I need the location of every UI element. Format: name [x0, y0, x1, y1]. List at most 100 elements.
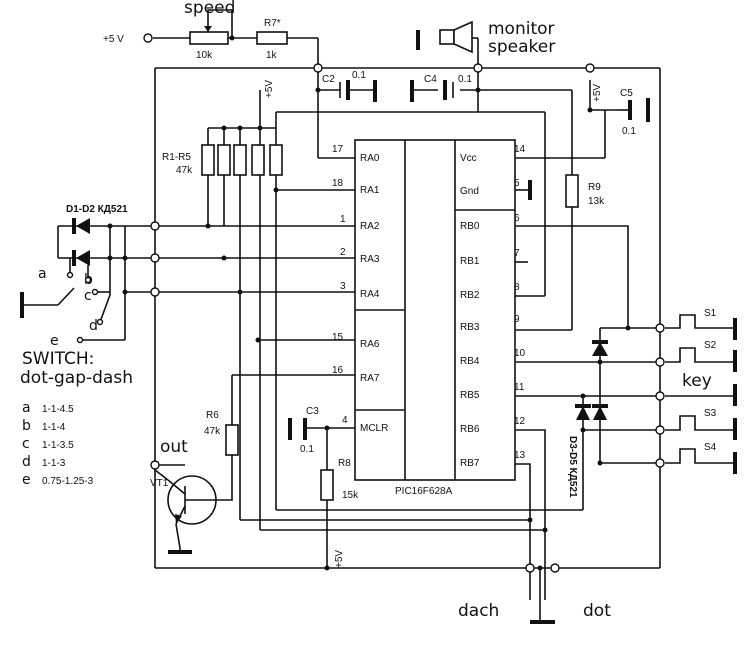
- speed-potentiometer: 10k: [189, 26, 229, 61]
- switch-pos-c: c: [84, 288, 92, 304]
- r8-resistor: R8 15k: [320, 458, 359, 501]
- key-jack: key: [665, 371, 737, 406]
- r9-resistor: R9 13k: [565, 174, 605, 208]
- r7-value: 1k: [266, 50, 278, 61]
- c2-value: 0.1: [352, 70, 366, 81]
- pin-name-ra3: RA3: [360, 254, 380, 265]
- svg-text:a: a: [22, 400, 31, 416]
- switch-title: SWITCH:: [22, 349, 94, 369]
- switch-s4: S4: [665, 442, 737, 474]
- r6-resistor: R6 47k: [204, 410, 239, 456]
- key-label: key: [682, 371, 712, 391]
- vt1-transistor: VT1 out: [150, 437, 217, 554]
- pin-num-7: 7: [514, 248, 520, 259]
- r9-value: 13k: [588, 196, 605, 207]
- switch-s3: S3: [665, 408, 737, 440]
- pin-name-ra4: RA4: [360, 289, 380, 300]
- pin-name-rb1: RB1: [460, 256, 480, 267]
- svg-text:1-1-3.5: 1-1-3.5: [42, 440, 74, 451]
- speed-label: speed: [184, 0, 235, 18]
- pin-num-6: 6: [514, 213, 520, 224]
- svg-text:d: d: [22, 454, 31, 470]
- c4-capacitor: C4 0.1: [410, 74, 472, 102]
- svg-text:0.75-1.25-3: 0.75-1.25-3: [42, 476, 94, 487]
- pin-num-18: 18: [332, 178, 344, 189]
- c2-name: C2: [322, 74, 335, 85]
- c3-name: C3: [306, 406, 319, 417]
- pin-name-ra2: RA2: [360, 221, 380, 232]
- s1-label: S1: [704, 308, 717, 319]
- r8-value: 15k: [342, 490, 359, 501]
- switch-pos-a: a: [38, 266, 47, 282]
- c3-value: 0.1: [300, 444, 314, 455]
- dash-label: dach: [458, 601, 499, 621]
- vcc-label-left: +5V: [264, 80, 275, 98]
- pin-num-1: 1: [340, 214, 346, 225]
- pin-name-rb4: RB4: [460, 356, 480, 367]
- r9-name: R9: [588, 182, 601, 193]
- svg-text:b: b: [22, 418, 31, 434]
- d1d2-label: D1-D2 КД521: [66, 204, 128, 215]
- pin-num-14: 14: [514, 144, 526, 155]
- pic-microcontroller: PIC16F628A: [354, 139, 516, 497]
- pin-name-mclr: MCLR: [360, 423, 388, 434]
- pin-num-9: 9: [514, 314, 520, 325]
- pin-num-16: 16: [332, 365, 344, 376]
- s3-label: S3: [704, 408, 717, 419]
- pin-name-vcc: Vcc: [460, 153, 477, 164]
- pin-num-15: 15: [332, 332, 344, 343]
- pin-num-13: 13: [514, 450, 526, 461]
- pin-name-rb0: RB0: [460, 221, 480, 232]
- switch-subtitle: dot-gap-dash: [20, 368, 133, 388]
- c2-capacitor: C2 0.1: [322, 70, 377, 102]
- pin-num-4: 4: [342, 415, 348, 426]
- terminals: [66, 33, 665, 573]
- r8-name: R8: [338, 458, 351, 469]
- switch-mode-b: b 1-1-4: [22, 418, 66, 434]
- supply-label: +5 V: [103, 34, 124, 45]
- switch-mode-a: a 1-1-4.5: [22, 400, 74, 416]
- vt1-name: VT1: [150, 478, 169, 489]
- key-switches: S1 S2 key S3 S4: [665, 308, 737, 474]
- r1-r5-resistor-array: R1-R5 47k: [162, 144, 283, 176]
- pin-num-2: 2: [340, 247, 346, 258]
- ic-right-pins: Vcc Gnd RB0 RB1 RB2 RB3 RB4 RB5 RB6 RB7 …: [460, 144, 526, 469]
- dot-label: dot: [583, 601, 611, 621]
- switch-pos-e: e: [50, 333, 59, 349]
- junctions: [107, 35, 631, 571]
- ic-left-pins: RA0 RA1 RA2 RA3 RA4 RA6 RA7 MCLR 17 18 1…: [332, 144, 388, 434]
- pin-name-gnd: Gnd: [460, 186, 479, 197]
- r6-name: R6: [206, 410, 219, 421]
- svg-text:c: c: [22, 436, 30, 452]
- wiring: [22, 9, 661, 624]
- c5-value: 0.1: [622, 126, 636, 137]
- pin-num-11: 11: [514, 382, 525, 393]
- c5-capacitor: C5 0.1: [620, 88, 650, 137]
- svg-text:e: e: [22, 472, 31, 488]
- s2-label: S2: [704, 340, 717, 351]
- ic-name: PIC16F628A: [395, 486, 453, 497]
- c5-name: C5: [620, 88, 633, 99]
- pin-name-rb5: RB5: [460, 390, 480, 401]
- vcc-label-bottom: +5V: [334, 550, 345, 568]
- pin-name-ra1: RA1: [360, 185, 380, 196]
- switch-pos-d: d: [89, 318, 98, 334]
- d3-d5-diodes: D3-D5 КД521: [567, 340, 608, 498]
- r1r5-name: R1-R5: [162, 152, 191, 163]
- pin-name-rb2: RB2: [460, 290, 480, 301]
- r7-resistor: R7* 1k: [256, 18, 288, 61]
- switch-s1: S1: [665, 308, 737, 340]
- svg-text:1-1-3: 1-1-3: [42, 458, 66, 469]
- c4-value: 0.1: [458, 74, 472, 85]
- switch-legend: SWITCH: dot-gap-dash a 1-1-4.5 b 1-1-4 c…: [20, 349, 133, 488]
- pin-name-ra6: RA6: [360, 339, 380, 350]
- pin-num-8: 8: [514, 282, 520, 293]
- s4-label: S4: [704, 442, 717, 453]
- pin-name-ra7: RA7: [360, 373, 380, 384]
- r1r5-value: 47k: [176, 165, 193, 176]
- d3d5-label: D3-D5 КД521: [567, 436, 578, 498]
- pin-name-ra0: RA0: [360, 153, 380, 164]
- switch-mode-d: d 1-1-3: [22, 454, 66, 470]
- pot-value: 10k: [196, 50, 213, 61]
